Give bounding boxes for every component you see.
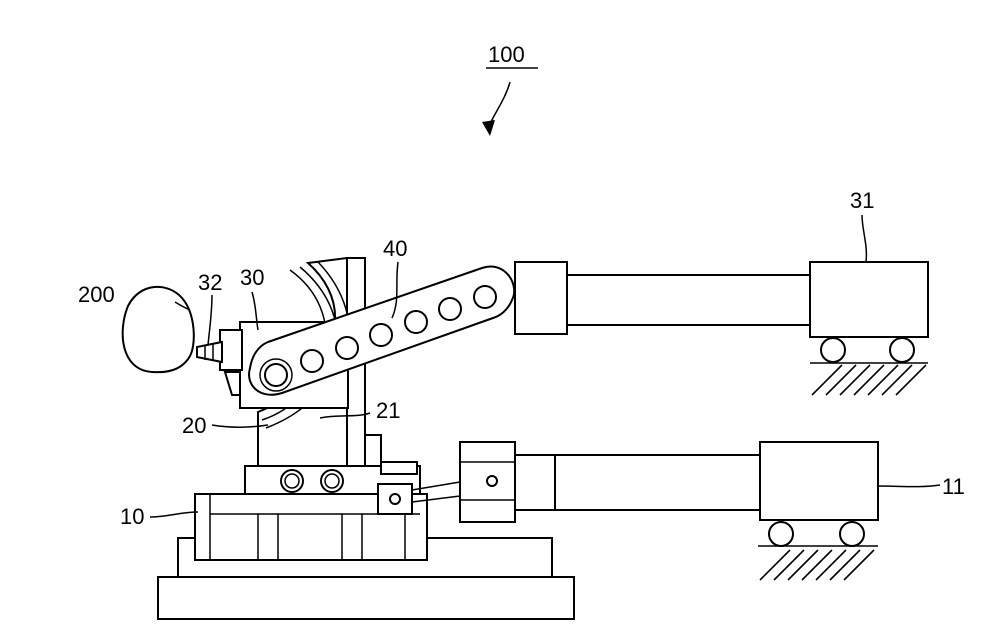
upper-cylinder: [567, 275, 810, 325]
label-30: 30: [240, 265, 264, 290]
upper-holder: [515, 262, 567, 334]
base-plate-bottom: [158, 577, 574, 619]
label-31: 31: [850, 188, 874, 213]
label-32: 32: [198, 270, 222, 295]
upper-wheel-right: [890, 338, 914, 362]
lower-cylinder: [555, 455, 760, 510]
label-200: 200: [78, 282, 115, 307]
label-21: 21: [376, 398, 400, 423]
label-11: 11: [942, 474, 965, 499]
lower-ground-hatch: [760, 550, 874, 580]
tool-tip: [197, 342, 222, 362]
upper-ground-hatch: [812, 365, 926, 395]
label-20: 20: [182, 413, 206, 438]
workpiece: [123, 287, 194, 372]
l100-arrowhead: [482, 120, 495, 136]
lower-wheel-right: [840, 522, 864, 546]
lower-cart: [760, 442, 878, 520]
upper-wheel-left: [821, 338, 845, 362]
label-40: 40: [383, 236, 407, 261]
label-100: 100: [488, 42, 525, 67]
head-front: [220, 330, 242, 370]
lower-wheel-left: [769, 522, 793, 546]
label-10: 10: [120, 504, 144, 529]
upper-actuator: [567, 262, 928, 395]
upper-cart: [810, 262, 928, 337]
